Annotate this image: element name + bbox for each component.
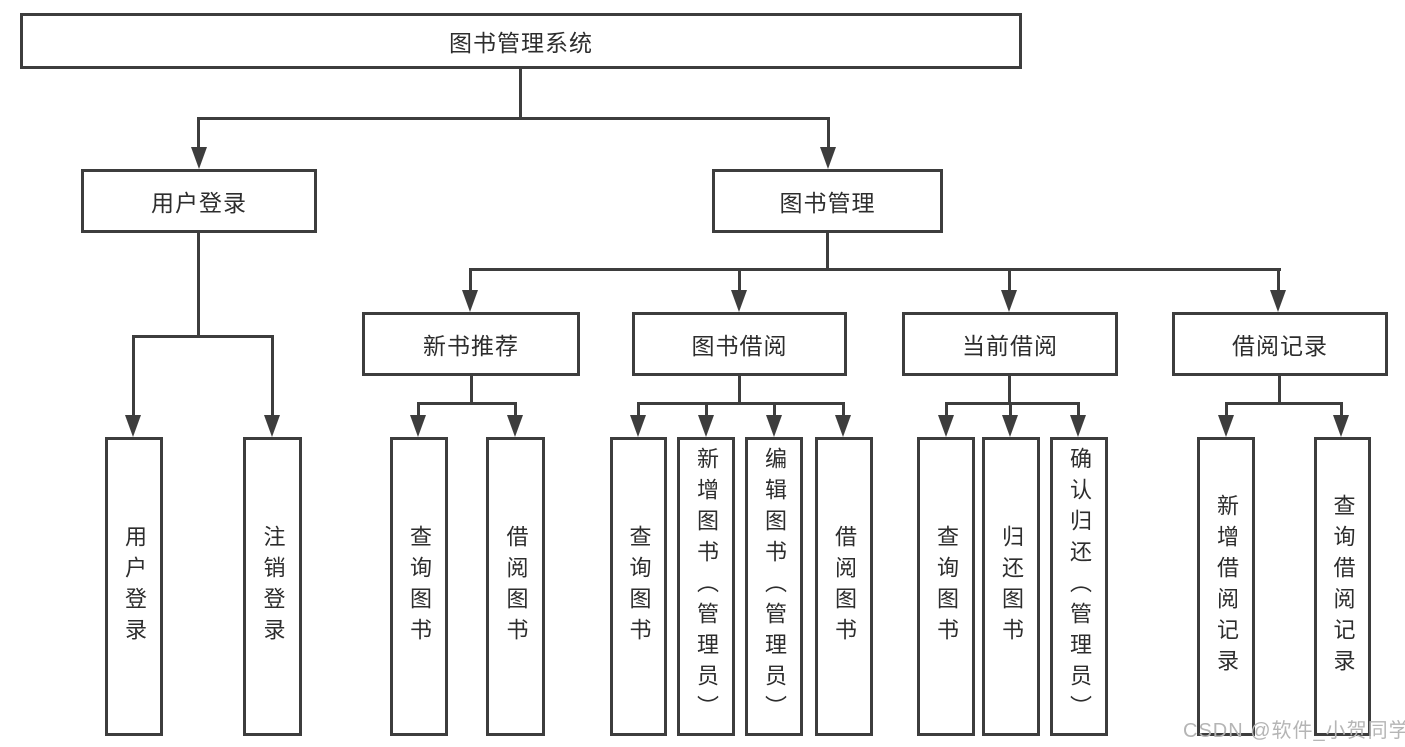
connector-line bbox=[1225, 402, 1343, 405]
connector-line bbox=[773, 402, 776, 421]
leaf-add-books-admin: 新增图书（管理员） bbox=[677, 437, 735, 736]
connector-line bbox=[271, 335, 274, 421]
node-root: 图书管理系统 bbox=[20, 13, 1022, 69]
connector-line bbox=[842, 402, 845, 421]
leaf-return-books: 归还图书 bbox=[982, 437, 1040, 736]
leaf-add-borrow-record-label: 新增借阅记录 bbox=[1214, 493, 1239, 680]
connector-line bbox=[738, 376, 741, 404]
connector-line bbox=[827, 117, 830, 153]
connector-line bbox=[637, 402, 844, 405]
arrowhead-icon bbox=[1002, 415, 1018, 437]
arrowhead-icon bbox=[462, 290, 478, 312]
node-borrow-records-label: 借阅记录 bbox=[1232, 333, 1328, 359]
connector-line bbox=[705, 402, 708, 421]
arrowhead-icon bbox=[938, 415, 954, 437]
arrowhead-icon bbox=[1270, 290, 1286, 312]
arrowhead-icon bbox=[125, 415, 141, 437]
connector-line bbox=[418, 402, 517, 405]
connector-line bbox=[514, 402, 517, 421]
connector-line bbox=[1077, 402, 1080, 421]
arrowhead-icon bbox=[820, 147, 836, 169]
connector-line bbox=[133, 335, 274, 338]
arrowhead-icon bbox=[264, 415, 280, 437]
connector-line bbox=[1277, 268, 1280, 294]
node-user-login-label: 用户登录 bbox=[151, 190, 247, 216]
connector-line bbox=[1340, 402, 1343, 421]
connector-line bbox=[945, 402, 1080, 405]
connector-line bbox=[417, 402, 420, 421]
leaf-query-borrow-record: 查询借阅记录 bbox=[1314, 437, 1371, 736]
node-new-book-recommend: 新书推荐 bbox=[362, 312, 580, 376]
node-book-borrow: 图书借阅 bbox=[632, 312, 847, 376]
node-current-borrow-label: 当前借阅 bbox=[962, 333, 1058, 359]
leaf-borrow-books-label: 借阅图书 bbox=[832, 524, 857, 649]
arrowhead-icon bbox=[1333, 415, 1349, 437]
arrowhead-icon bbox=[698, 415, 714, 437]
node-user-login: 用户登录 bbox=[81, 169, 317, 233]
connector-line bbox=[738, 268, 741, 294]
connector-line bbox=[197, 233, 200, 337]
connector-line bbox=[826, 233, 829, 270]
connector-line bbox=[1009, 402, 1012, 421]
connector-line bbox=[1008, 376, 1011, 404]
leaf-logout: 注销登录 bbox=[243, 437, 302, 736]
arrowhead-icon bbox=[507, 415, 523, 437]
connector-line bbox=[132, 335, 135, 421]
arrowhead-icon bbox=[1001, 290, 1017, 312]
leaf-rec-query-books-label: 查询图书 bbox=[407, 524, 432, 649]
node-borrow-records: 借阅记录 bbox=[1172, 312, 1388, 376]
leaf-confirm-return-admin: 确认归还（管理员） bbox=[1050, 437, 1108, 736]
leaf-user-login: 用户登录 bbox=[105, 437, 163, 736]
leaf-borrow-books: 借阅图书 bbox=[815, 437, 873, 736]
arrowhead-icon bbox=[731, 290, 747, 312]
leaf-return-books-label: 归还图书 bbox=[999, 524, 1024, 649]
leaf-confirm-return-admin-label: 确认归还（管理员） bbox=[1067, 447, 1092, 726]
connector-line bbox=[198, 117, 830, 120]
arrowhead-icon bbox=[191, 147, 207, 169]
node-book-management-label: 图书管理 bbox=[779, 190, 876, 216]
leaf-logout-label: 注销登录 bbox=[260, 524, 286, 649]
node-new-book-recommend-label: 新书推荐 bbox=[423, 333, 519, 359]
leaf-borrow-query-books-label: 查询图书 bbox=[626, 524, 652, 649]
connector-line bbox=[519, 69, 522, 119]
connector-line bbox=[469, 268, 1281, 271]
connector-line bbox=[470, 376, 473, 404]
connector-line bbox=[197, 117, 200, 153]
connector-line bbox=[1008, 268, 1011, 294]
leaf-rec-borrow-books: 借阅图书 bbox=[486, 437, 545, 736]
leaf-query-borrow-record-label: 查询借阅记录 bbox=[1330, 493, 1356, 680]
connector-line bbox=[945, 402, 948, 421]
leaf-current-query-books: 查询图书 bbox=[917, 437, 975, 736]
leaf-rec-query-books: 查询图书 bbox=[390, 437, 448, 736]
leaf-add-books-admin-label: 新增图书（管理员） bbox=[694, 447, 719, 726]
node-current-borrow: 当前借阅 bbox=[902, 312, 1118, 376]
arrowhead-icon bbox=[1218, 415, 1234, 437]
connector-line bbox=[1225, 402, 1228, 421]
leaf-rec-borrow-books-label: 借阅图书 bbox=[503, 524, 529, 649]
arrowhead-icon bbox=[1070, 415, 1086, 437]
leaf-edit-books-admin: 编辑图书（管理员） bbox=[745, 437, 803, 736]
leaf-current-query-books-label: 查询图书 bbox=[934, 524, 959, 649]
connector-line bbox=[1278, 376, 1281, 404]
connector-line bbox=[637, 402, 640, 421]
leaf-borrow-query-books: 查询图书 bbox=[610, 437, 667, 736]
arrowhead-icon bbox=[630, 415, 646, 437]
arrowhead-icon bbox=[410, 415, 426, 437]
csdn-watermark: CSDN @软件_小贺同学 bbox=[1183, 720, 1405, 742]
leaf-user-login-label: 用户登录 bbox=[122, 524, 147, 649]
arrowhead-icon bbox=[766, 415, 782, 437]
leaf-edit-books-admin-label: 编辑图书（管理员） bbox=[762, 447, 787, 726]
node-book-borrow-label: 图书借阅 bbox=[691, 333, 788, 359]
node-book-management: 图书管理 bbox=[712, 169, 943, 233]
connector-line bbox=[469, 268, 472, 294]
arrowhead-icon bbox=[835, 415, 851, 437]
leaf-add-borrow-record: 新增借阅记录 bbox=[1197, 437, 1255, 736]
node-root-label: 图书管理系统 bbox=[449, 30, 593, 56]
